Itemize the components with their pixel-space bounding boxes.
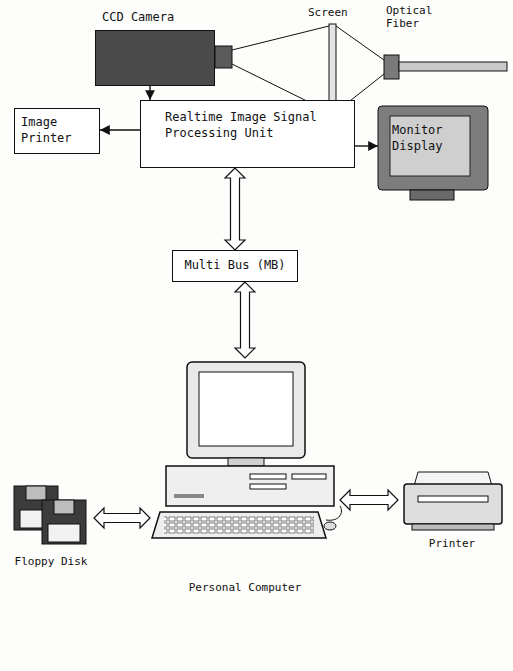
printer: Printer [398,468,506,552]
floppy-illustration [14,486,86,544]
floppy-disk: Floppy Disk [8,484,94,570]
node-label: Floppy Disk [8,554,94,570]
double-arrow [225,168,245,250]
fiber-connector [384,55,399,79]
part-label: Screen [308,6,368,19]
double-arrow [94,508,150,528]
monitor-display: Monitor Display [378,106,488,200]
double-arrow [340,490,398,510]
camera-lens [215,46,232,68]
node-label: Monitor Display [392,122,468,154]
printer-illustration [404,472,502,530]
personal-computer: Personal Computer [150,358,340,596]
monitor-illustration [378,106,488,200]
process-box: Realtime Image Signal Processing Unit [140,100,355,168]
double-arrow [235,282,255,358]
bus-box: Multi Bus (MB) [172,250,298,282]
signal-arrow [355,145,378,146]
part-label: Optical Fiber [386,4,450,30]
node-label: Realtime Image Signal Processing Unit [141,101,335,147]
camera-body: CCD Camera [95,30,215,86]
output-box: Image Printer [14,108,100,154]
optical-fiber [399,62,507,71]
signal-arrow [100,129,140,130]
node-label: Image Printer [15,109,99,151]
node-label: CCD Camera [102,9,174,25]
computer-illustration [152,362,341,538]
signal-arrow [149,86,150,100]
node-label: Personal Computer [150,580,340,596]
node-label: Multi Bus (MB) [173,251,297,279]
node-label: Printer [398,536,506,552]
